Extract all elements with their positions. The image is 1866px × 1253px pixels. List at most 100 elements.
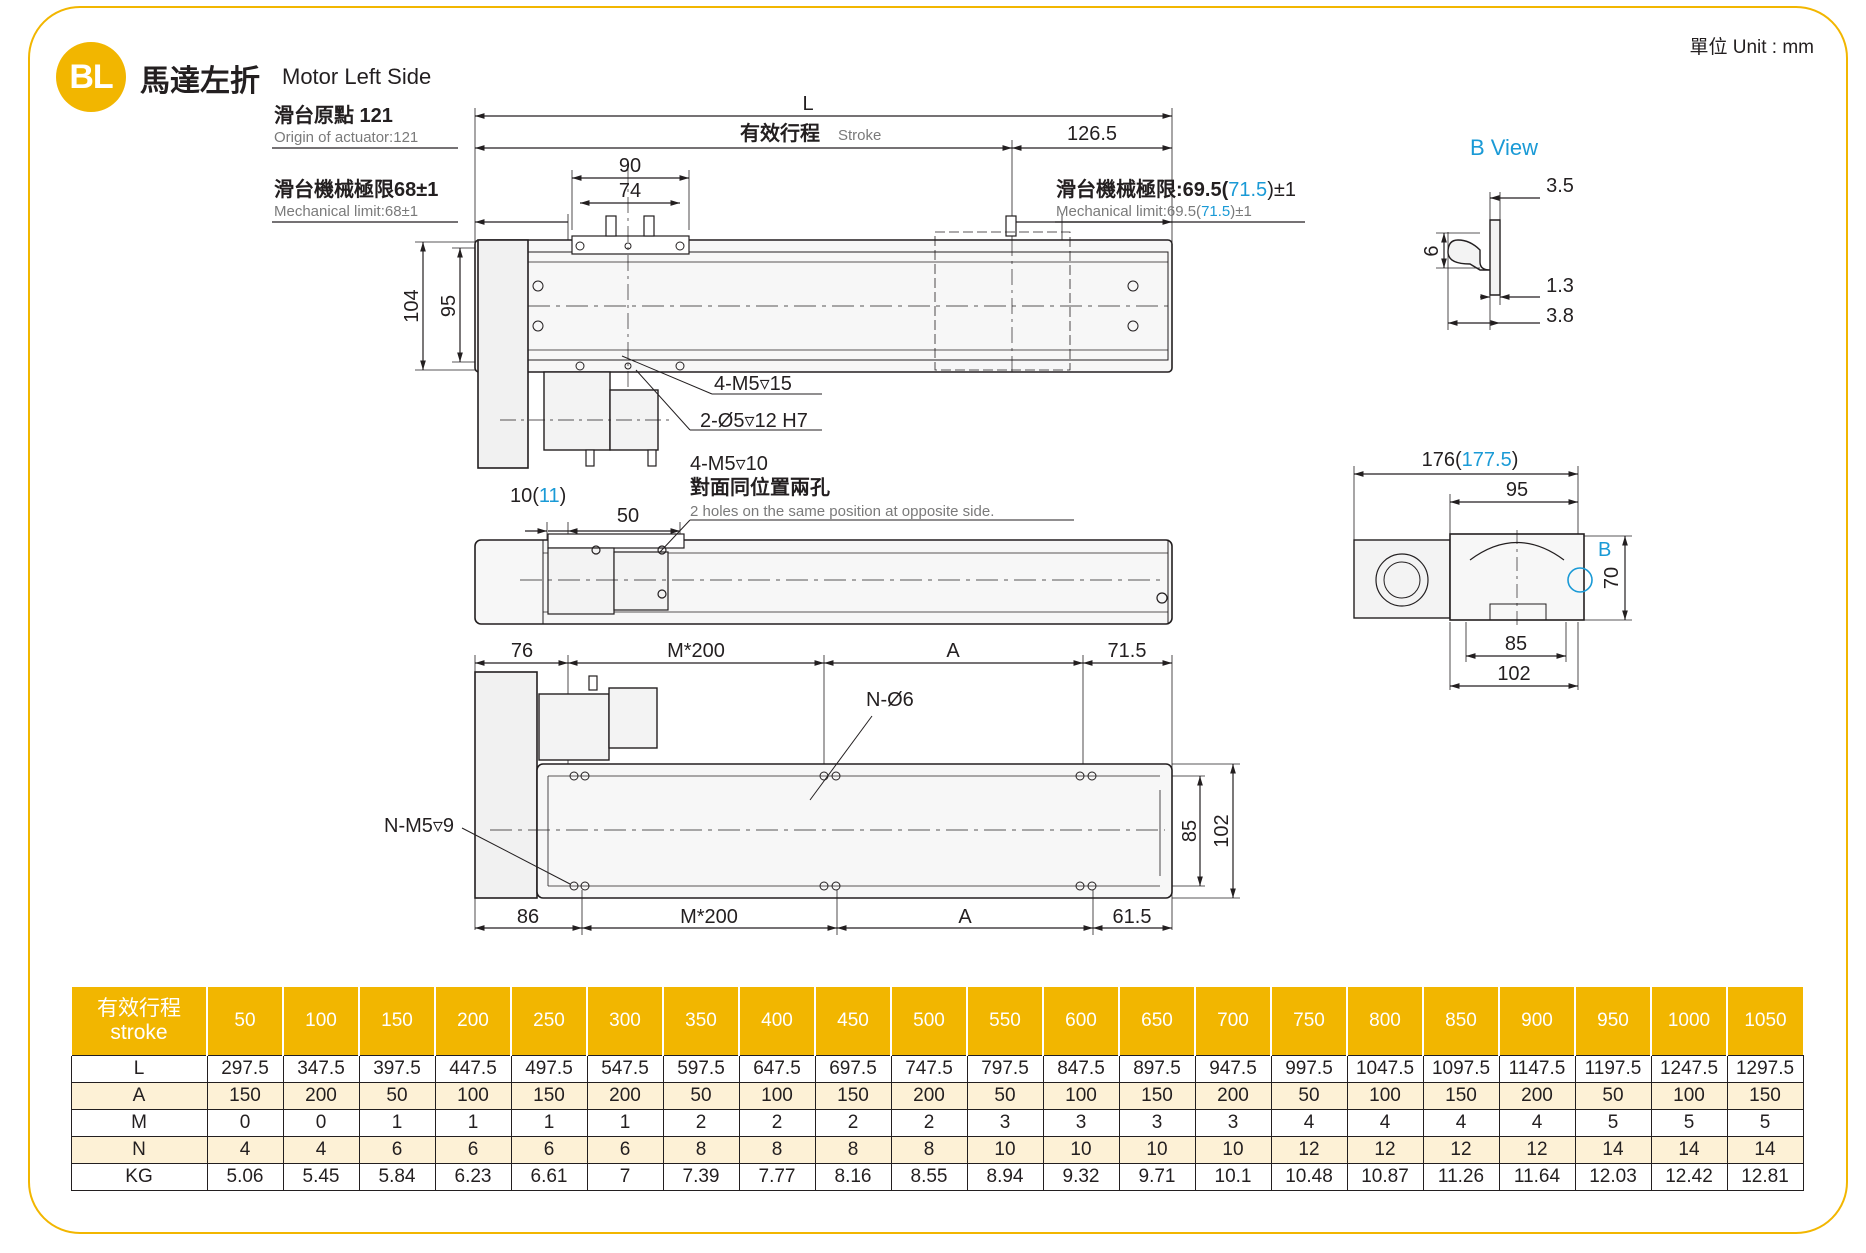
table-cell: 1247.5 <box>1650 1055 1728 1083</box>
technical-drawing: L 滑台原點 121 Origin of actuator:121 有效行程 S… <box>272 93 1632 935</box>
table-cell: 10.87 <box>1346 1163 1424 1191</box>
stroke-column-header: 850 <box>1422 987 1499 1056</box>
table-cell: 5 <box>1650 1109 1728 1137</box>
table-cell: 747.5 <box>890 1055 968 1083</box>
table-cell: 12.03 <box>1574 1163 1652 1191</box>
row-label: L <box>70 1055 208 1083</box>
dim-70: 70 <box>1601 567 1623 589</box>
dim-6: 6 <box>1421 245 1443 256</box>
table-cell: 797.5 <box>966 1055 1044 1083</box>
stroke-column-header: 600 <box>1042 987 1119 1056</box>
table-cell: 50 <box>358 1082 436 1110</box>
table-cell: 6 <box>358 1136 436 1164</box>
title-chinese: 馬達左折 <box>140 65 260 98</box>
stroke-column-header: 400 <box>738 987 815 1056</box>
mech-limit-left-en: Mechanical limit:68±1 <box>274 203 418 220</box>
table-cell: 1 <box>358 1109 436 1137</box>
table-cell: 200 <box>586 1082 664 1110</box>
table-cell: 497.5 <box>510 1055 588 1083</box>
dim-104: 104 <box>401 289 423 322</box>
table-cell: 200 <box>890 1082 968 1110</box>
dim-m200-top: M*200 <box>667 640 725 662</box>
table-cell: 947.5 <box>1194 1055 1272 1083</box>
table-cell: 6.61 <box>510 1163 588 1191</box>
stroke-column-header: 550 <box>966 987 1043 1056</box>
table-cell: 150 <box>814 1082 892 1110</box>
dim-102-end: 102 <box>1497 663 1530 685</box>
table-cell: 50 <box>1574 1082 1652 1110</box>
table-cell: 9.32 <box>1042 1163 1120 1191</box>
dim-102-side: 102 <box>1211 814 1233 847</box>
table-cell: 150 <box>1118 1082 1196 1110</box>
table-cell: 1097.5 <box>1422 1055 1500 1083</box>
callout-n-m5-9: N-M5▿9 <box>384 815 454 837</box>
table-cell: 597.5 <box>662 1055 740 1083</box>
table-cell: 11.64 <box>1498 1163 1576 1191</box>
table-cell: 150 <box>510 1082 588 1110</box>
table-cell: 50 <box>1270 1082 1348 1110</box>
table-cell: 6 <box>434 1136 512 1164</box>
table-cell: 5.84 <box>358 1163 436 1191</box>
table-cell: 100 <box>738 1082 816 1110</box>
table-cell: 547.5 <box>586 1055 664 1083</box>
table-cell: 847.5 <box>1042 1055 1120 1083</box>
table-cell: 8.55 <box>890 1163 968 1191</box>
table-cell: 397.5 <box>358 1055 436 1083</box>
table-cell: 6 <box>510 1136 588 1164</box>
callout-m5-10: 4-M5▿10 <box>690 453 768 475</box>
table-cell: 7.77 <box>738 1163 816 1191</box>
table-cell: 697.5 <box>814 1055 892 1083</box>
stroke-column-header: 50 <box>206 987 283 1056</box>
table-cell: 10 <box>1194 1136 1272 1164</box>
table-cell: 8 <box>662 1136 740 1164</box>
table-cell: 8 <box>738 1136 816 1164</box>
callout-pin-hole: 2-Ø5▿12 H7 <box>700 410 808 432</box>
b-view-title: B View <box>1470 135 1538 160</box>
table-cell: 100 <box>434 1082 512 1110</box>
dim-90: 90 <box>619 155 641 177</box>
table-cell: 647.5 <box>738 1055 816 1083</box>
table-cell: 3 <box>1194 1109 1272 1137</box>
table-cell: 1047.5 <box>1346 1055 1424 1083</box>
label-b: B <box>1598 539 1611 561</box>
table-cell: 11.26 <box>1422 1163 1500 1191</box>
table-cell: 12 <box>1498 1136 1576 1164</box>
table-cell: 10.1 <box>1194 1163 1272 1191</box>
table-cell: 3 <box>966 1109 1044 1137</box>
table-cell: 1197.5 <box>1574 1055 1652 1083</box>
table-cell: 1297.5 <box>1726 1055 1804 1083</box>
table-cell: 12 <box>1346 1136 1424 1164</box>
stroke-column-header: 750 <box>1270 987 1347 1056</box>
table-cell: 1 <box>510 1109 588 1137</box>
page-frame <box>28 6 1848 1234</box>
table-cell: 8 <box>814 1136 892 1164</box>
stroke-column-header: 150 <box>358 987 435 1056</box>
table-cell: 10.48 <box>1270 1163 1348 1191</box>
table-cell: 5.45 <box>282 1163 360 1191</box>
table-cell: 2 <box>738 1109 816 1137</box>
table-cell: 100 <box>1650 1082 1728 1110</box>
table-cell: 100 <box>1346 1082 1424 1110</box>
dim-l: L <box>802 93 813 115</box>
table-cell: 12.81 <box>1726 1163 1804 1191</box>
table-cell: 4 <box>206 1136 284 1164</box>
table-cell: 8.16 <box>814 1163 892 1191</box>
origin-label: 滑台原點 121 <box>274 103 393 127</box>
table-cell: 4 <box>1422 1109 1500 1137</box>
mech-limit-left: 滑台機械極限68±1 <box>274 177 438 201</box>
dim-176: 176(177.5) <box>1422 449 1519 471</box>
table-cell: 5 <box>1726 1109 1804 1137</box>
stroke-column-header: 950 <box>1574 987 1651 1056</box>
table-cell: 4 <box>1270 1109 1348 1137</box>
table-cell: 3 <box>1042 1109 1120 1137</box>
dim-3-5: 3.5 <box>1546 175 1574 197</box>
table-cell: 5.06 <box>206 1163 284 1191</box>
side-view <box>474 519 1173 625</box>
table-cell: 7.39 <box>662 1163 740 1191</box>
model-badge: BL <box>56 42 126 112</box>
